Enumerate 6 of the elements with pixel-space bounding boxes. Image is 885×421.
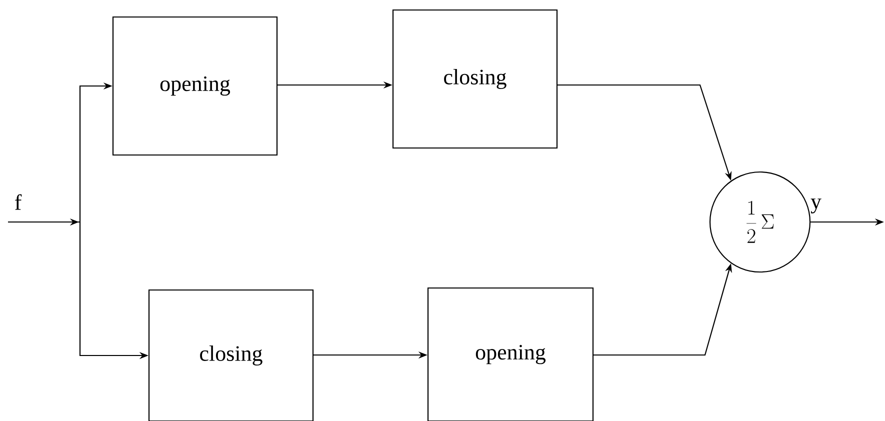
edge-label: f: [15, 194, 22, 210]
process-box: closing: [148, 289, 314, 421]
process-box: opening: [427, 287, 594, 421]
process-box: closing: [392, 9, 558, 149]
process-box: opening: [112, 16, 278, 156]
edge-label: y: [810, 198, 822, 214]
